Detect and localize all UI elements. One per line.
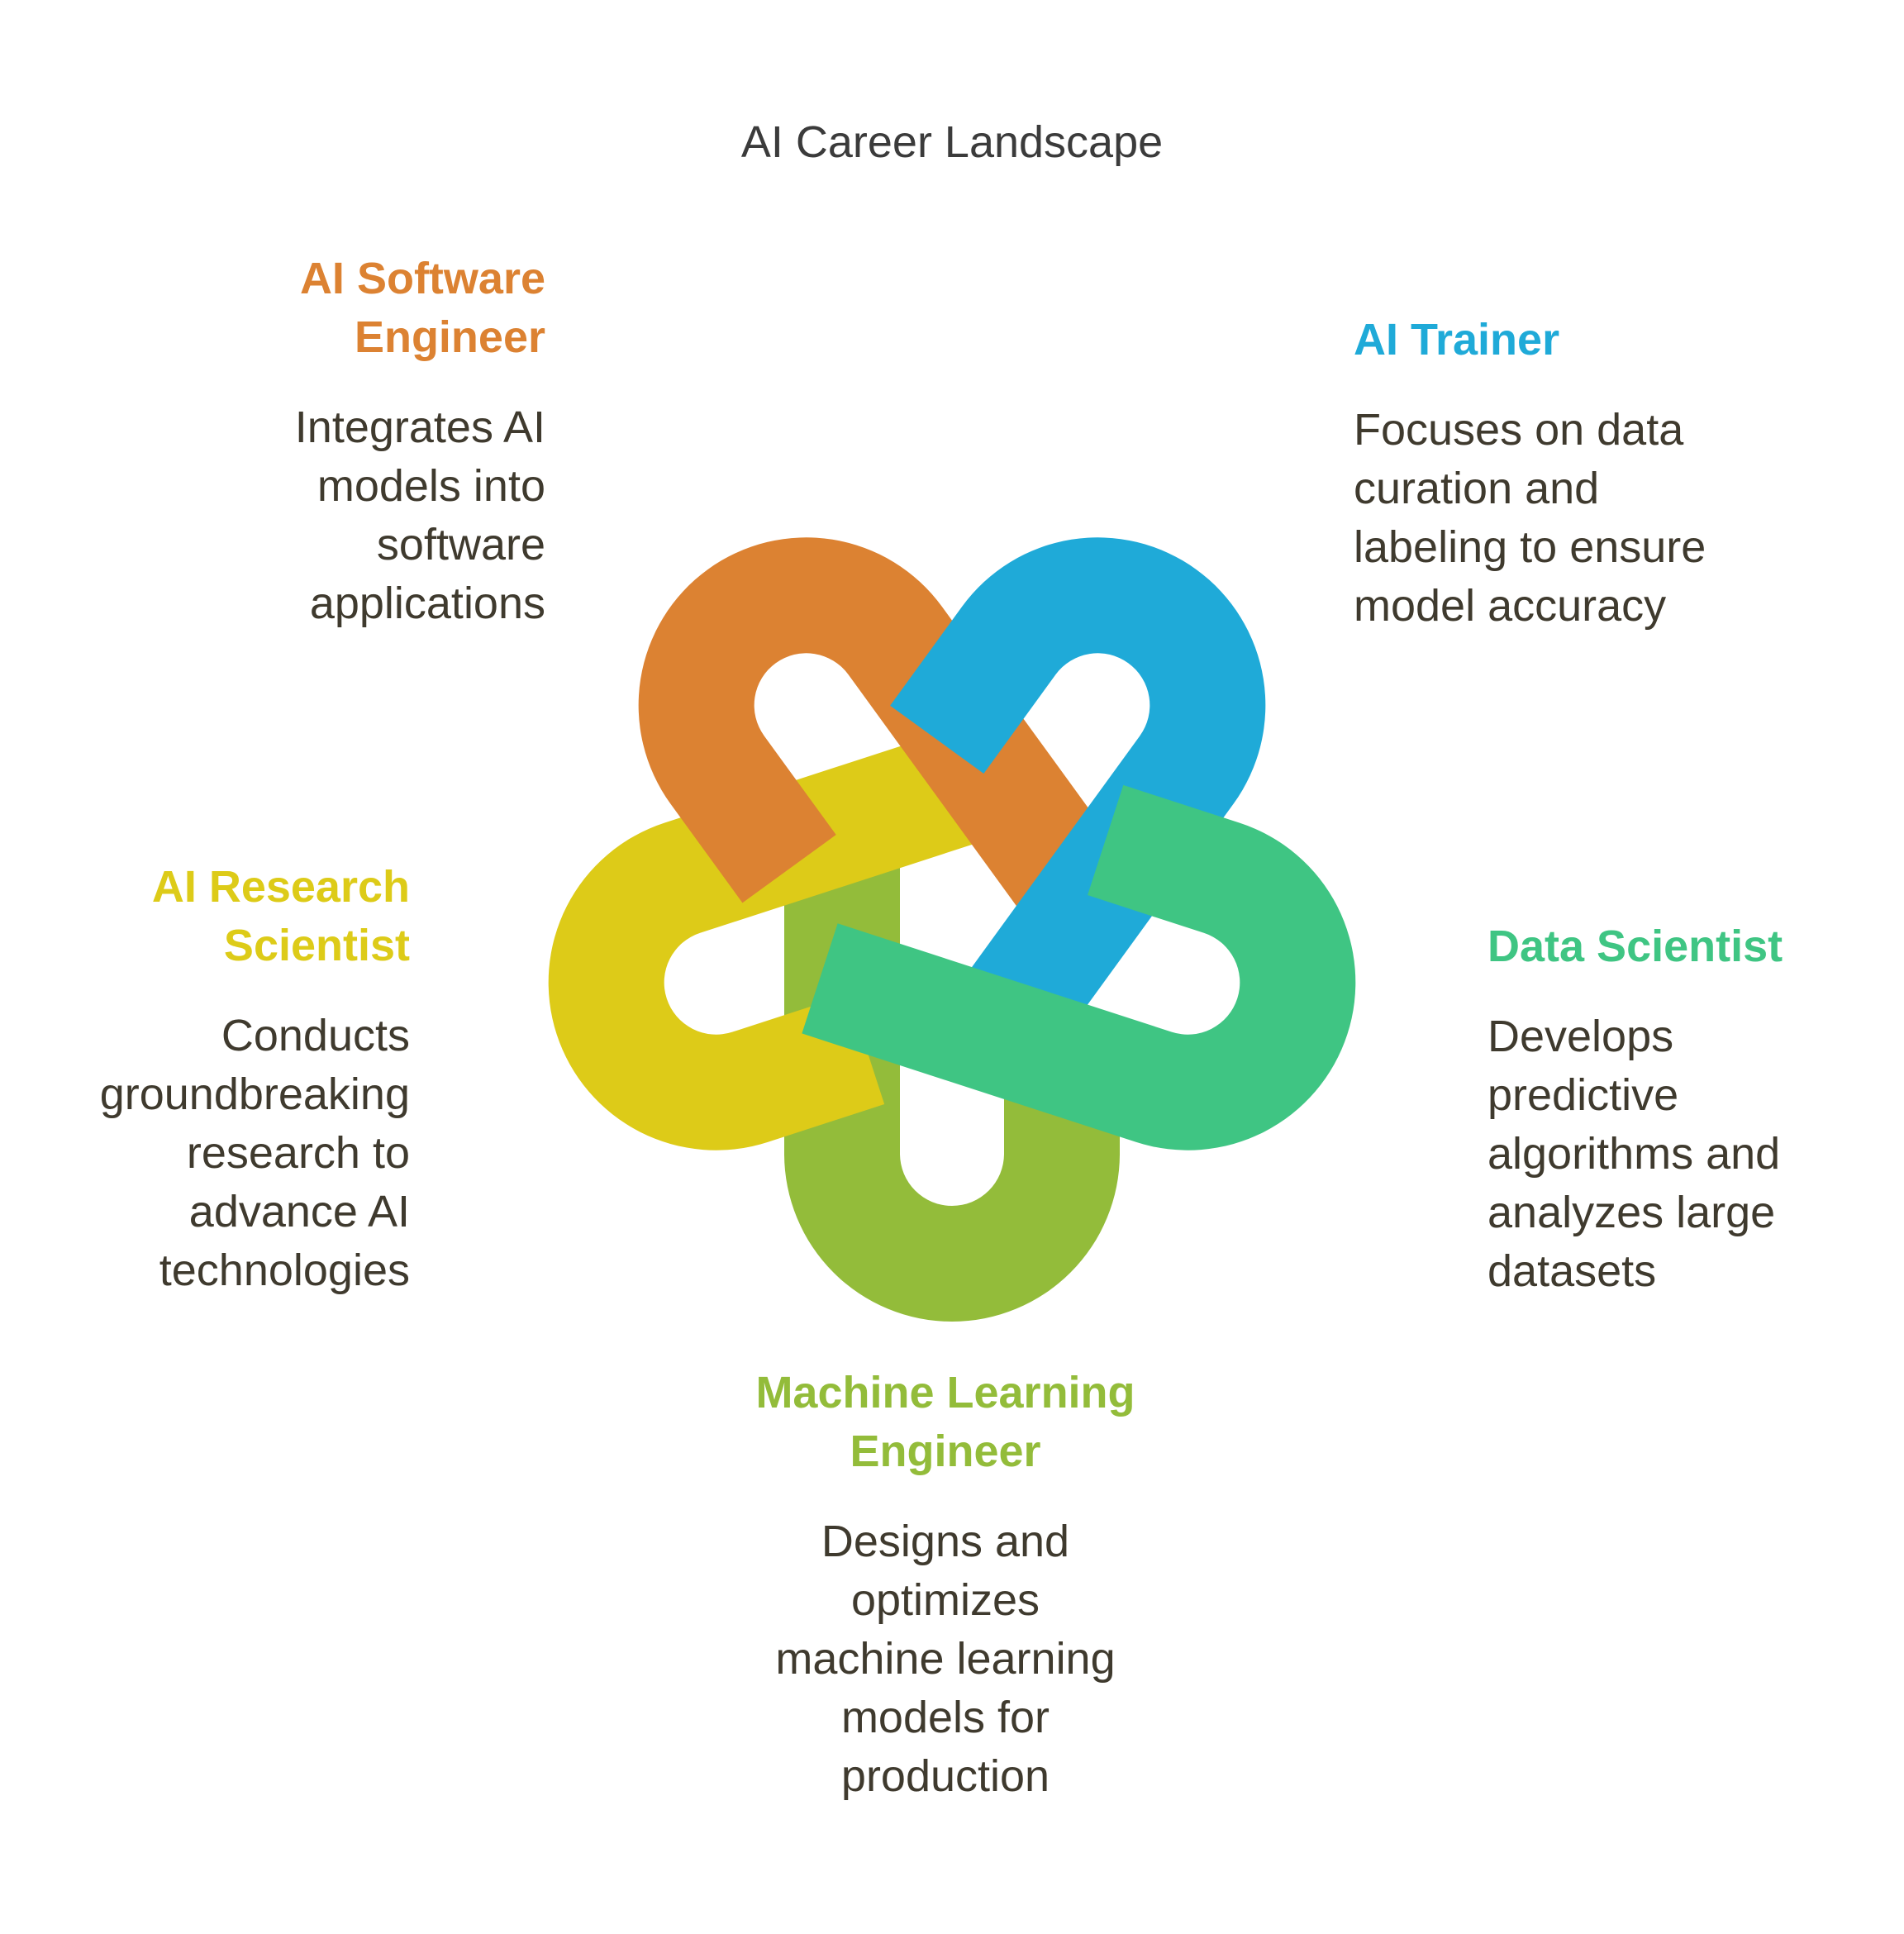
loop-ai-trainer [890, 537, 1266, 1088]
role-title-ai-software-engineer: AI Software Engineer [299, 254, 545, 362]
loop-software-engineer [638, 537, 1149, 960]
page-title: AI Career Landscape [740, 117, 1164, 167]
loop-ml-engineer [784, 803, 1120, 1322]
role-block-ai-software-engineer: AI Software Engineer Integrates AI model… [83, 250, 545, 633]
loop-data-scientist [802, 784, 1356, 1150]
loop-research-scientist [548, 714, 1035, 1150]
role-title-ai-trainer: AI Trainer [1354, 315, 1560, 364]
role-description-data-scientist: Develops predictive algorithms and analy… [1488, 1012, 1781, 1296]
role-title-ai-research-scientist: AI Research Scientist [151, 862, 410, 970]
role-description-ai-research-scientist: Conducts groundbreaking research to adva… [99, 1011, 410, 1295]
role-block-ai-research-scientist: AI Research Scientist Conducts groundbre… [30, 858, 410, 1300]
role-block-ai-trainer: AI Trainer Focuses on data curation and … [1354, 311, 1849, 636]
role-block-machine-learning-engineer: Machine Learning Engineer Designs and op… [689, 1364, 1202, 1806]
role-block-data-scientist: Data Scientist Develops predictive algor… [1488, 917, 1851, 1301]
role-title-data-scientist: Data Scientist [1488, 922, 1783, 971]
role-description-ai-trainer: Focuses on data curation and labeling to… [1354, 405, 1706, 631]
role-description-machine-learning-engineer: Designs and optimizes machine learning m… [775, 1517, 1116, 1801]
role-title-machine-learning-engineer: Machine Learning Engineer [755, 1368, 1135, 1476]
role-description-ai-software-engineer: Integrates AI models into software appli… [294, 403, 545, 628]
